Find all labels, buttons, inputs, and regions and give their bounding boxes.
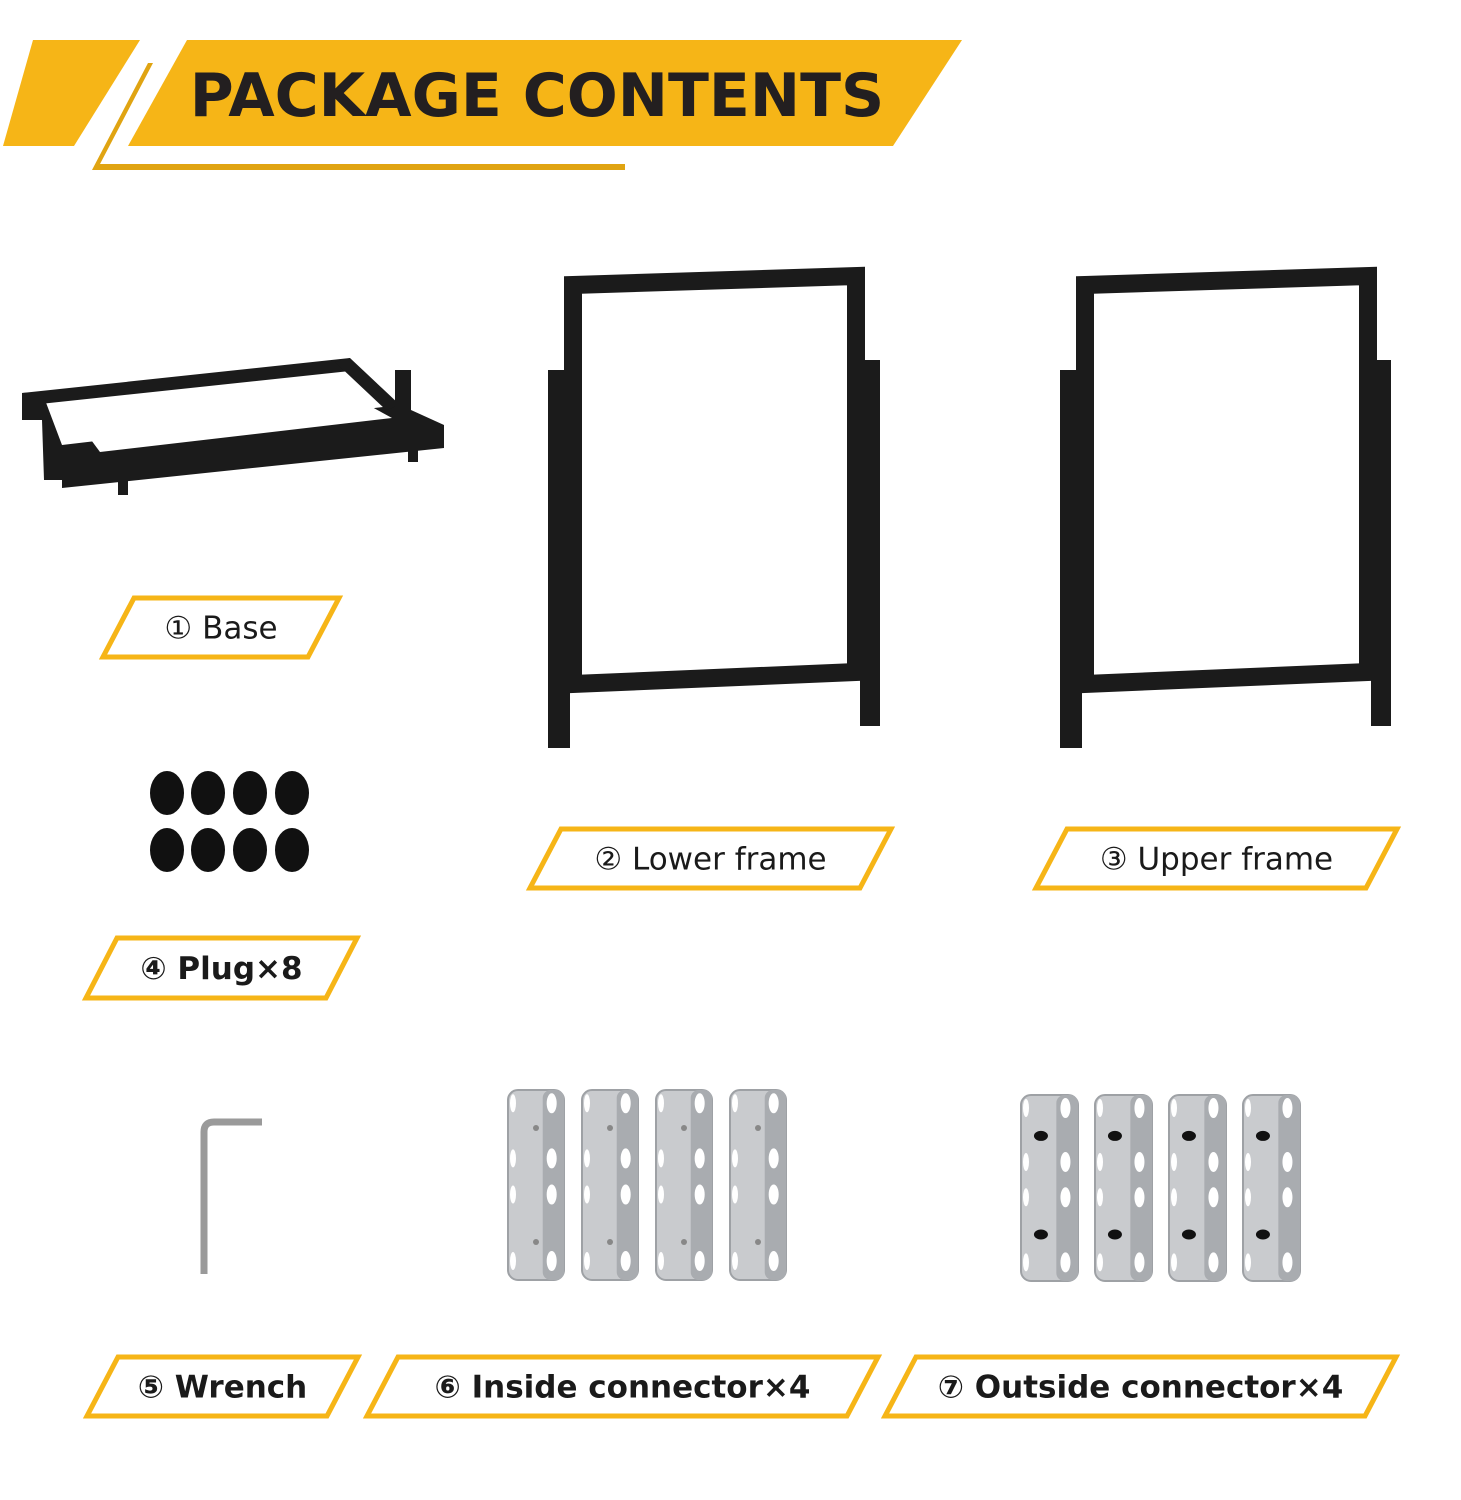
item-label-4: ④ Plug×8 <box>81 935 362 1001</box>
connector-plate <box>1168 1094 1227 1282</box>
label-frame <box>81 935 362 1001</box>
connector-plate <box>729 1089 787 1281</box>
label-frame <box>82 1354 363 1419</box>
item-label-1: ① Base <box>98 595 344 660</box>
connector-plate <box>507 1089 565 1281</box>
connector-plate <box>581 1089 639 1281</box>
header-banner: PACKAGE CONTENTS <box>3 40 962 170</box>
label-frame <box>1031 826 1402 891</box>
item-label-3: ③ Upper frame <box>1031 826 1402 891</box>
label-frame <box>880 1354 1401 1419</box>
plugs-illustration <box>150 771 309 872</box>
item-label-text: ⑥ Inside connector×4 <box>435 1370 811 1406</box>
banner-underline <box>92 63 625 170</box>
item-label-text: ⑤ Wrench <box>138 1370 308 1406</box>
upper-frame-illustration <box>1060 266 1391 748</box>
page-title: PACKAGE CONTENTS <box>190 61 885 131</box>
outside-connectors-illustration <box>1020 1094 1301 1282</box>
item-label-text: ④ Plug×8 <box>140 951 302 987</box>
item-label-text: ③ Upper frame <box>1100 842 1333 878</box>
item-label-2: ② Lower frame <box>525 826 896 891</box>
item-label-5: ⑤ Wrench <box>82 1354 363 1419</box>
base-frame-illustration <box>22 358 444 495</box>
label-frame <box>362 1354 883 1419</box>
banner-stripe <box>3 40 140 146</box>
label-frame <box>525 826 896 891</box>
connector-plate <box>1242 1094 1301 1282</box>
connector-plate <box>655 1089 713 1281</box>
inside-connectors-illustration <box>507 1089 787 1281</box>
item-label-text: ② Lower frame <box>594 842 826 878</box>
item-label-text: ⑦ Outside connector×4 <box>938 1370 1344 1406</box>
connector-plate <box>1020 1094 1079 1282</box>
wrench-illustration <box>200 1118 262 1274</box>
lower-frame-illustration <box>548 266 880 748</box>
banner-main <box>128 40 962 146</box>
item-label-6: ⑥ Inside connector×4 <box>362 1354 883 1419</box>
item-label-text: ① Base <box>164 611 277 647</box>
label-frame <box>98 595 344 660</box>
item-label-7: ⑦ Outside connector×4 <box>880 1354 1401 1419</box>
connector-plate <box>1094 1094 1153 1282</box>
